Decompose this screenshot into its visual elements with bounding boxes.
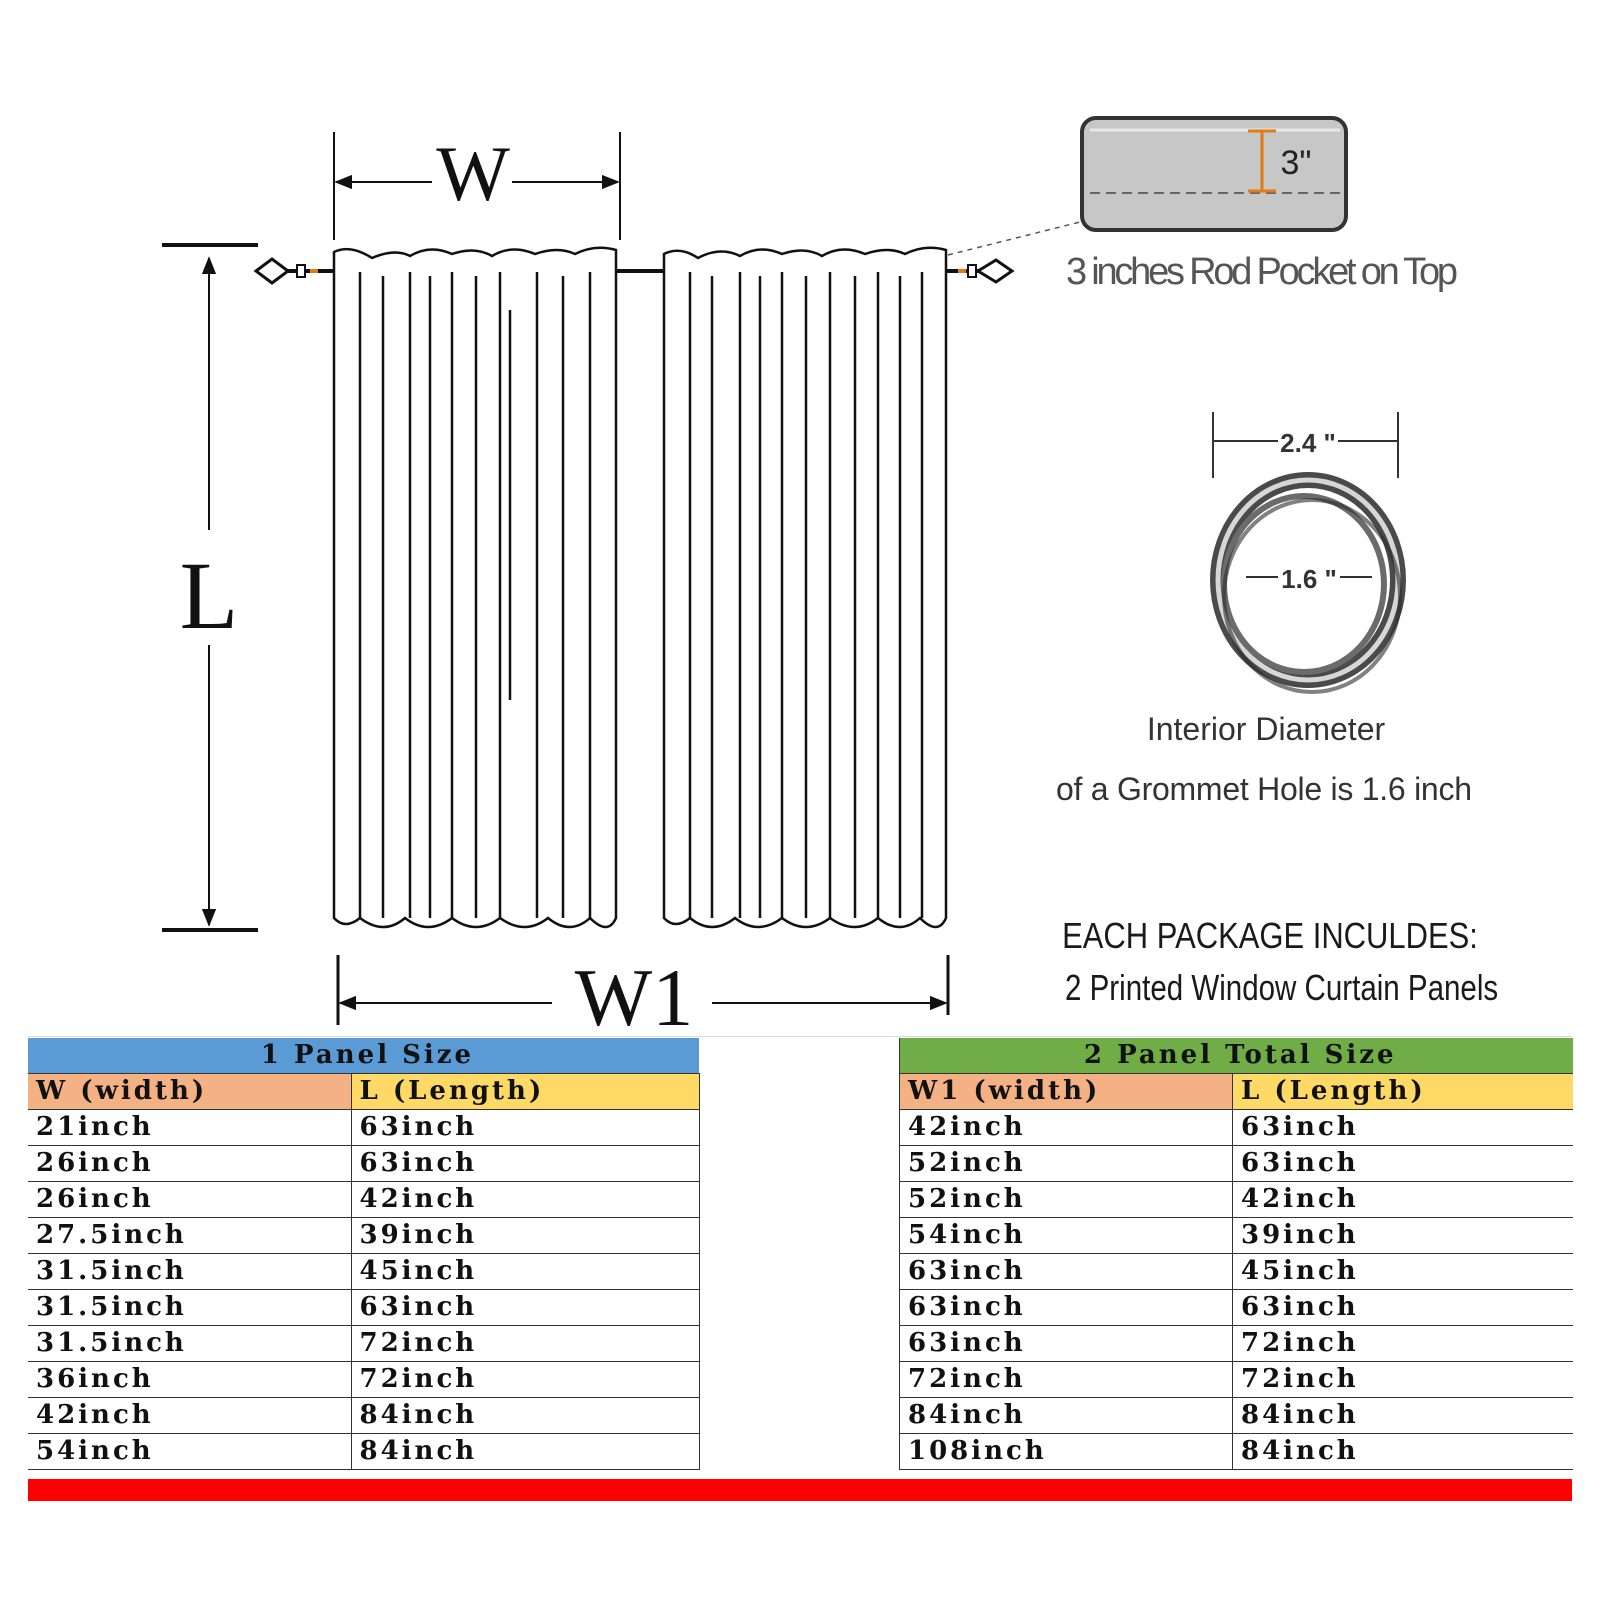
width-cell: 63inch (899, 1253, 1233, 1290)
length-cell: 63inch (1232, 1145, 1573, 1182)
width-cell: 54inch (899, 1217, 1233, 1254)
length-cell: 45inch (1232, 1253, 1573, 1290)
width-dimension: W (333, 130, 621, 240)
package-contents: EACH PACKAGE INCULDES: 2 Printed Window … (1020, 912, 1520, 1016)
length-cell: 63inch (351, 1145, 700, 1182)
total-width-label: W1 (575, 952, 693, 1043)
length-cell: 63inch (1232, 1109, 1573, 1146)
length-cell: 39inch (351, 1217, 700, 1254)
single-panel-size-table: 1 Panel Size W (width) L (Length) 21inch… (28, 1038, 700, 1470)
length-label: L (180, 542, 239, 649)
length-cell: 72inch (351, 1361, 700, 1398)
length-cell: 63inch (351, 1109, 700, 1146)
rod-pocket-caption: 3 inches Rod Pocket on Top (1066, 251, 1458, 293)
grommet-ring: 2.4 " 1.6 " (1210, 412, 1406, 694)
width-cell: 27.5inch (28, 1217, 352, 1254)
width-cell: 52inch (899, 1145, 1233, 1182)
width-column-header: W (width) (28, 1073, 352, 1110)
length-cell: 84inch (351, 1433, 700, 1470)
curtain-panel-right (662, 246, 948, 929)
length-column-header: L (Length) (351, 1073, 700, 1110)
grommet-caption-line1: Interior Diameter (1147, 711, 1386, 747)
grommet-outer-diameter: 2.4 " (1280, 428, 1336, 458)
width-cell: 42inch (28, 1397, 352, 1434)
length-cell: 63inch (351, 1289, 700, 1326)
length-cell: 72inch (1232, 1325, 1573, 1362)
width-cell: 52inch (899, 1181, 1233, 1218)
width-cell: 108inch (899, 1433, 1233, 1470)
grommet-caption-line2: of a Grommet Hole is 1.6 inch (1056, 771, 1472, 807)
curtain-panel-left (332, 246, 618, 929)
total-width-column-header: W1 (width) (899, 1073, 1233, 1110)
width-cell: 26inch (28, 1181, 352, 1218)
length-cell: 42inch (1232, 1181, 1573, 1218)
rod-pocket-callout: 3" (947, 116, 1348, 256)
total-width-dimension: W1 (336, 952, 950, 1043)
package-item: 2 Printed Window Curtain Panels (1065, 967, 1499, 1008)
width-cell: 21inch (28, 1109, 352, 1146)
width-cell: 54inch (28, 1433, 352, 1470)
width-cell: 36inch (28, 1361, 352, 1398)
width-cell: 31.5inch (28, 1289, 352, 1326)
curtain-dimension-diagram: W L (162, 116, 1472, 1043)
length-column-header: L (Length) (1232, 1073, 1573, 1110)
two-panel-total-size-table: 2 Panel Total Size W1 (width) L (Length)… (899, 1038, 1573, 1470)
width-cell: 26inch (28, 1145, 352, 1182)
width-cell: 63inch (899, 1325, 1233, 1362)
width-cell: 31.5inch (28, 1253, 352, 1290)
package-heading: EACH PACKAGE INCULDES: (1062, 915, 1478, 956)
length-cell: 45inch (351, 1253, 700, 1290)
single-panel-title: 1 Panel Size (28, 1038, 699, 1074)
width-cell: 31.5inch (28, 1325, 352, 1362)
divider (28, 1036, 1572, 1037)
width-cell: 42inch (899, 1109, 1233, 1146)
length-cell: 63inch (1232, 1289, 1573, 1326)
width-cell: 72inch (899, 1361, 1233, 1398)
two-panel-title: 2 Panel Total Size (899, 1038, 1573, 1074)
grommet-inner-diameter: 1.6 " (1281, 564, 1337, 594)
length-cell: 84inch (1232, 1433, 1573, 1470)
length-cell: 84inch (1232, 1397, 1573, 1434)
length-dimension: L (162, 243, 258, 932)
length-cell: 42inch (351, 1181, 700, 1218)
width-cell: 63inch (899, 1289, 1233, 1326)
length-cell: 39inch (1232, 1217, 1573, 1254)
bottom-accent-bar (28, 1479, 1572, 1501)
length-cell: 72inch (351, 1325, 700, 1362)
width-label: W (436, 130, 510, 217)
length-cell: 72inch (1232, 1361, 1573, 1398)
length-cell: 84inch (351, 1397, 700, 1434)
rod-pocket-size: 3" (1281, 144, 1312, 182)
width-cell: 84inch (899, 1397, 1233, 1434)
